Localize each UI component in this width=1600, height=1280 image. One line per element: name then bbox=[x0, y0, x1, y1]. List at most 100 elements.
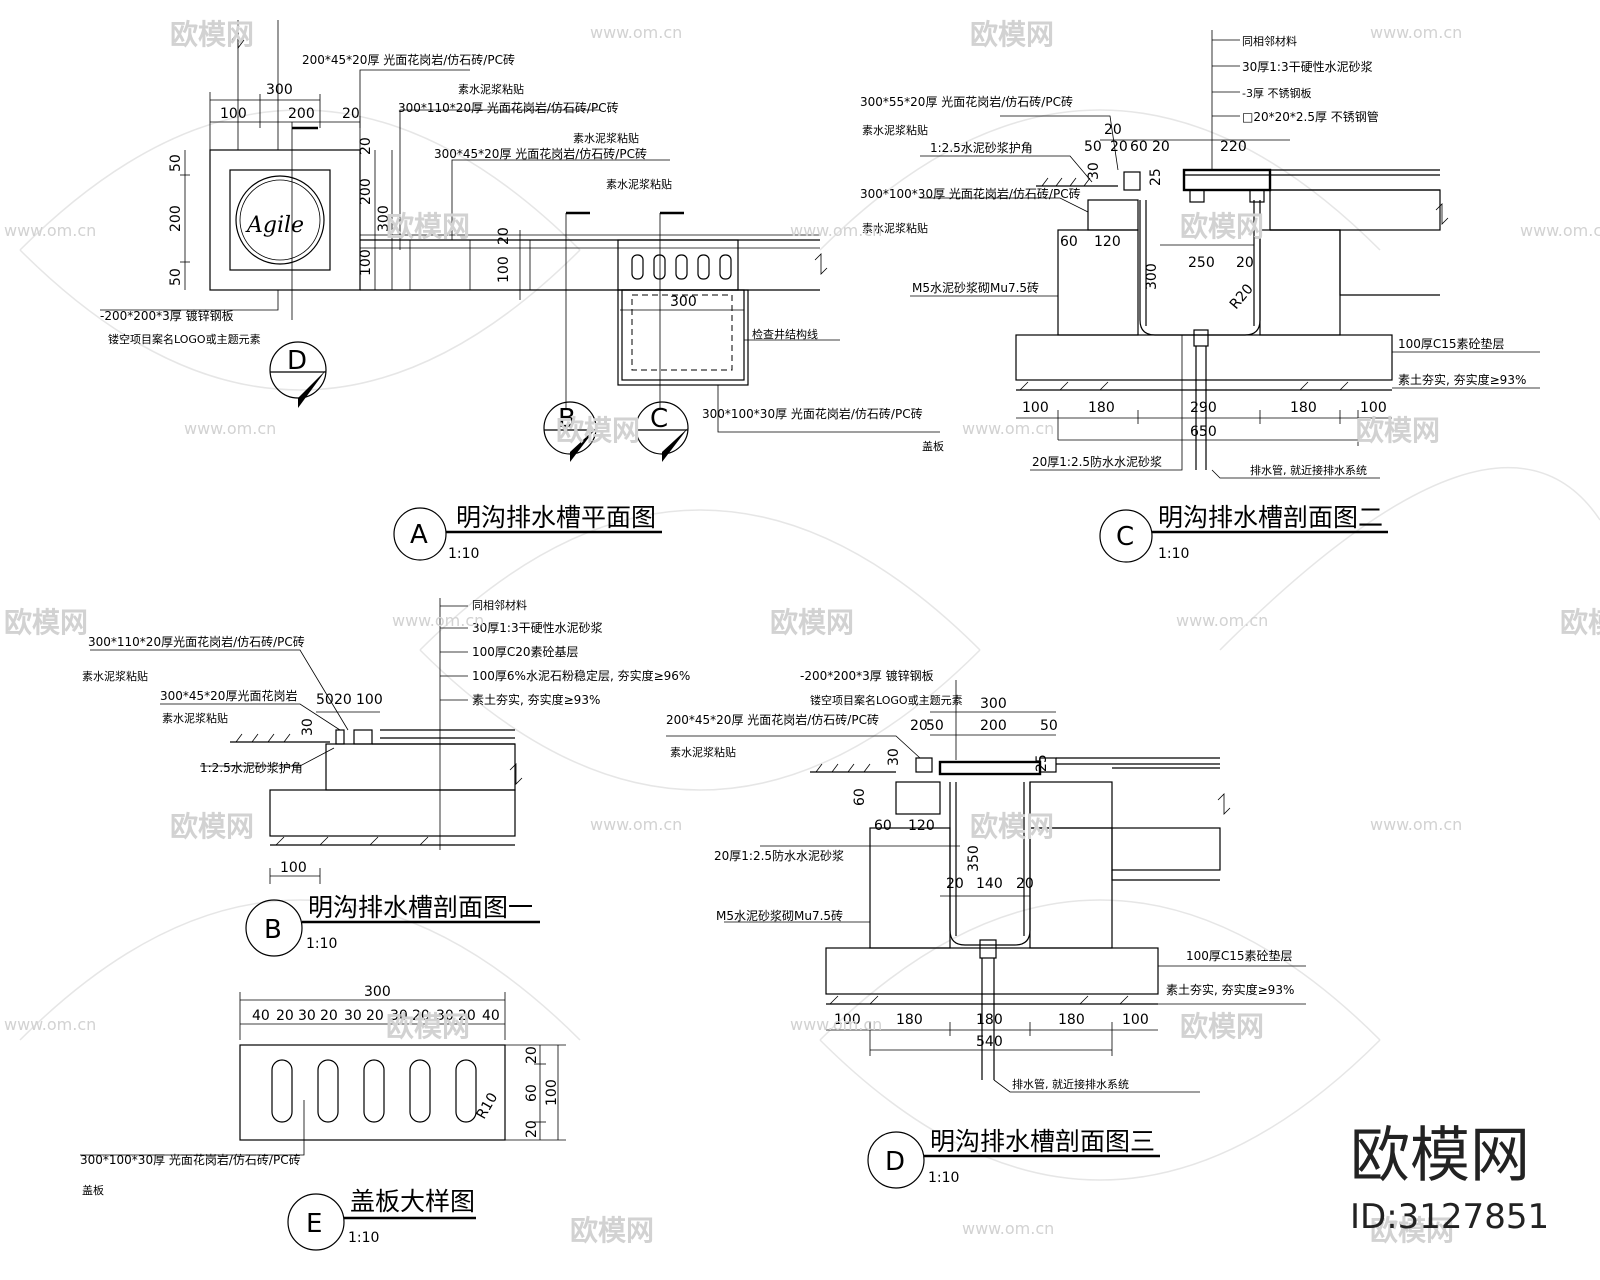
dim-c-0: 20 bbox=[1104, 122, 1122, 138]
note-e-1: 盖板 bbox=[82, 1183, 104, 1197]
title-block-e: E 盖板大样图 1:10 bbox=[287, 1187, 476, 1251]
title-b-tag: B bbox=[264, 915, 282, 945]
watermark-logo: 欧模网 bbox=[1180, 1010, 1264, 1043]
dim-e-6: 20 bbox=[366, 1008, 384, 1024]
dim-d-4: 50 bbox=[1040, 718, 1058, 734]
dim-e-15: 100 bbox=[544, 1079, 560, 1106]
note-c-8: 素水泥浆粘贴 bbox=[862, 221, 928, 235]
dim-c-18: 100 bbox=[1360, 400, 1387, 416]
dim-e-12: 20 bbox=[524, 1046, 540, 1064]
watermark-layer bbox=[19, 109, 1600, 1181]
watermark-url: www.om.cn bbox=[962, 1219, 1054, 1238]
note-d-4: 20厚1:2.5防水水泥砂浆 bbox=[714, 848, 844, 863]
title-e-tag: E bbox=[306, 1209, 322, 1239]
note-d-3: 素水泥浆粘贴 bbox=[670, 745, 736, 759]
dim-d-15: 180 bbox=[896, 1012, 923, 1028]
dim-a-4: 50 bbox=[168, 154, 184, 172]
dim-c-3: 60 bbox=[1130, 139, 1148, 155]
logo-agile-text: Agile bbox=[245, 213, 304, 238]
dim-b-1: 20 bbox=[334, 692, 352, 708]
dim-d-6: 25 bbox=[1034, 754, 1050, 772]
dim-a-3: 20 bbox=[342, 106, 360, 122]
note-e-0: 300*100*30厚 光面花岗岩/仿石砖/PC砖 bbox=[80, 1152, 301, 1167]
note-a-7: 镂空项目案名LOGO或主题元素 bbox=[108, 332, 261, 346]
dim-a-6: 50 bbox=[168, 268, 184, 286]
note-d-2: 200*45*20厚 光面花岗岩/仿石砖/PC砖 bbox=[666, 712, 879, 727]
brand-name: 欧模网 bbox=[1350, 1121, 1530, 1191]
dim-c-17: 180 bbox=[1290, 400, 1317, 416]
note-c-0: 同相邻材料 bbox=[1242, 34, 1297, 48]
title-a-scale: 1:10 bbox=[448, 546, 479, 562]
watermark-logo: 欧模网 bbox=[170, 810, 254, 843]
dim-c-14: 100 bbox=[1022, 400, 1049, 416]
note-a-2: 300*110*20厚 光面花岗岩/仿石砖/PC砖 bbox=[398, 100, 619, 115]
dim-d-19: 540 bbox=[976, 1034, 1003, 1050]
watermark-url: www.om.cn bbox=[790, 221, 882, 240]
dim-d-3: 200 bbox=[980, 718, 1007, 734]
dim-c-16: 290 bbox=[1190, 400, 1217, 416]
dim-d-5: 30 bbox=[886, 748, 902, 766]
note-c-11: 素土夯实, 夯实度≥93% bbox=[1398, 372, 1526, 387]
dim-d-13: 20 bbox=[1016, 876, 1034, 892]
title-a-tag: A bbox=[410, 520, 428, 550]
title-block-d: D 明沟排水槽剖面图三 1:10 bbox=[867, 1127, 1160, 1189]
watermark-logo: 欧模网 bbox=[4, 606, 88, 639]
watermark-logo: 欧模网 bbox=[170, 18, 254, 51]
note-a-0: 200*45*20厚 光面花岗岩/仿石砖/PC砖 bbox=[302, 52, 515, 67]
dim-c-15: 180 bbox=[1088, 400, 1115, 416]
watermark-url: www.om.cn bbox=[184, 419, 276, 438]
dim-d-8: 60 bbox=[874, 818, 892, 834]
note-b-8: 素水泥浆粘贴 bbox=[162, 711, 228, 725]
watermark-logo: 欧模网 bbox=[1356, 414, 1440, 447]
note-d-8: 排水管, 就近接排水系统 bbox=[1012, 1077, 1129, 1091]
dim-c-5: 220 bbox=[1220, 139, 1247, 155]
marker-d-label: D bbox=[287, 346, 307, 376]
dim-d-1: 20 bbox=[910, 718, 928, 734]
note-d-5: M5水泥砂浆砌Mu7.5砖 bbox=[716, 908, 843, 923]
dim-a-12: 100 bbox=[496, 256, 512, 283]
dim-c-4: 20 bbox=[1152, 139, 1170, 155]
title-c-scale: 1:10 bbox=[1158, 546, 1189, 562]
note-a-6: -200*200*3厚 镀锌钢板 bbox=[100, 309, 234, 323]
note-a-5: 素水泥浆粘贴 bbox=[606, 177, 672, 191]
note-c-5: 素水泥浆粘贴 bbox=[862, 123, 928, 137]
note-b-2: 100厚C20素砼基层 bbox=[472, 645, 579, 659]
note-a-4: 300*45*20厚 光面花岗岩/仿石砖/PC砖 bbox=[434, 146, 647, 161]
dim-e-7: 30 bbox=[390, 1008, 408, 1024]
note-d-0: -200*200*3厚 镀锌钢板 bbox=[800, 669, 934, 683]
title-c-tag: C bbox=[1116, 522, 1134, 552]
dim-c-1: 50 bbox=[1084, 139, 1102, 155]
view-a-plan: D B C 300 100 200 20 50 200 50 20 200 30… bbox=[100, 20, 944, 562]
dim-c-13: R20 bbox=[1227, 281, 1257, 312]
dim-d-10: 350 bbox=[966, 845, 982, 872]
dim-a-0: 300 bbox=[266, 82, 293, 98]
dim-c-7: 25 bbox=[1148, 168, 1164, 186]
brand-id: ID:3127851 bbox=[1350, 1197, 1549, 1237]
marker-c-label: C bbox=[650, 404, 668, 434]
section-marker-c: C bbox=[635, 401, 689, 462]
watermark-url: www.om.cn bbox=[590, 23, 682, 42]
dim-a-2: 200 bbox=[288, 106, 315, 122]
watermark-url: www.om.cn bbox=[392, 611, 484, 630]
dim-e-14: 20 bbox=[524, 1120, 540, 1138]
title-e-scale: 1:10 bbox=[348, 1230, 379, 1246]
dim-e-9: 30 bbox=[436, 1008, 454, 1024]
view-c-section: 20 50 20 60 20 220 30 25 60 120 300 250 … bbox=[860, 30, 1540, 563]
dim-b-3: 30 bbox=[300, 718, 316, 736]
view-d-section: 300 20 50 200 50 30 25 60 60 120 350 20 … bbox=[666, 669, 1306, 1189]
dim-d-9: 120 bbox=[908, 818, 935, 834]
watermark-logo: 欧模网 bbox=[386, 1010, 470, 1043]
dim-a-8: 200 bbox=[358, 178, 374, 205]
dim-c-9: 120 bbox=[1094, 234, 1121, 250]
view-e-detail: 300 40 20 30 20 30 20 30 20 30 20 40 20 … bbox=[80, 984, 566, 1251]
dim-c-8: 60 bbox=[1060, 234, 1078, 250]
note-d-1: 镂空项目案名LOGO或主题元素 bbox=[810, 693, 963, 707]
dim-e-8: 20 bbox=[412, 1008, 430, 1024]
watermark-url: www.om.cn bbox=[1370, 23, 1462, 42]
note-a-1: 素水泥浆粘贴 bbox=[458, 82, 524, 96]
watermark-logo: 欧模网 bbox=[970, 18, 1054, 51]
watermark-url: www.om.cn bbox=[1520, 221, 1600, 240]
title-e-text: 盖板大样图 bbox=[350, 1187, 475, 1216]
dim-e-2: 20 bbox=[276, 1008, 294, 1024]
